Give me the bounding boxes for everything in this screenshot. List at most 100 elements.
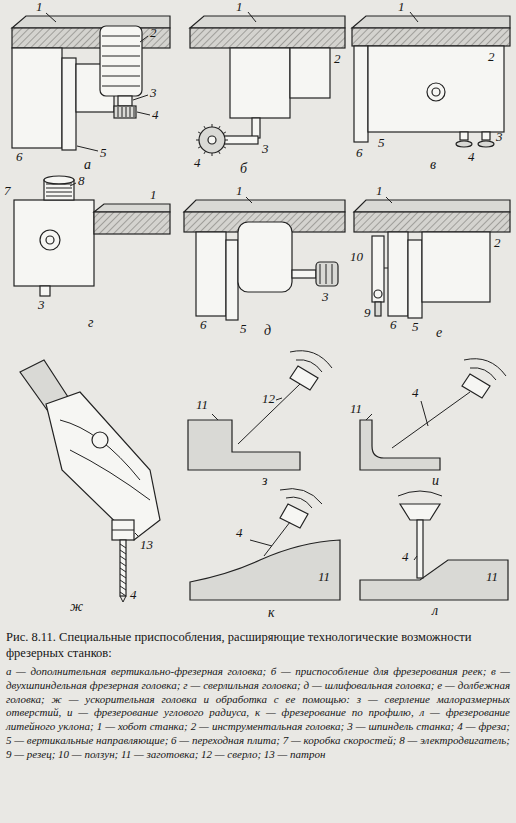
drill-flute	[120, 586, 126, 590]
motor-rib	[102, 66, 140, 67]
callout-number: 6	[200, 318, 207, 331]
subfigure-a-part	[140, 36, 148, 42]
callout-number: 5	[378, 136, 385, 149]
wheel-line	[326, 264, 327, 284]
subfigure-e-part	[422, 232, 490, 302]
subfigure-b	[190, 12, 345, 153]
subfigure-letter: в	[430, 158, 436, 172]
subfigure-letter: д	[264, 324, 271, 338]
subfigure-letter: к	[268, 606, 275, 620]
cutter-tooth	[126, 107, 127, 117]
drill-flute	[120, 562, 126, 566]
drill-flute	[120, 592, 126, 596]
subfigure-letter: а	[84, 158, 91, 172]
subfigure-g-part	[94, 212, 170, 234]
subfigure-g-part	[40, 230, 60, 250]
subfigure-g-part	[40, 286, 50, 296]
subfigure-l-part	[398, 491, 442, 496]
subfigure-e-part	[384, 268, 388, 269]
drill-flute	[120, 550, 126, 554]
subfigure-zh-part	[112, 530, 134, 531]
subfigure-z-part	[238, 384, 300, 444]
callout-number: 2	[488, 50, 495, 63]
callout-number: 4	[402, 550, 409, 563]
subfigure-e-part	[354, 212, 510, 232]
subfigure-l-part	[400, 504, 440, 520]
subfigure-e-part	[388, 232, 408, 316]
subfigure-zh-part	[135, 533, 139, 537]
callout-number: 4	[130, 588, 137, 601]
subfigure-e-part	[375, 302, 381, 316]
subfigure-i-part	[421, 401, 428, 426]
subfigure-b-part	[290, 48, 330, 98]
callout-number: 4	[236, 526, 243, 539]
subfigure-e-part	[372, 236, 384, 302]
subfigure-v-part	[368, 46, 504, 132]
subfigure-v-part	[432, 88, 440, 96]
subfigure-d-part	[226, 240, 238, 320]
subfigure-z-part	[276, 398, 282, 400]
subfigure-l-part	[417, 520, 423, 578]
callout-number: 6	[390, 318, 397, 331]
callout-number: 6	[16, 150, 23, 163]
subfigure-d-part	[316, 262, 338, 286]
subfigure-v	[352, 12, 510, 147]
callout-number: 1	[236, 0, 243, 13]
subfigure-zh-part	[120, 540, 126, 596]
legend-text: а — дополнительная вертикально-фрезерная…	[6, 665, 510, 761]
subfigure-z-part	[212, 414, 218, 420]
callout-number: 11	[350, 402, 362, 415]
subfigure-v-part	[354, 46, 368, 142]
callout-number: 3	[322, 290, 329, 303]
subfigure-k-part	[250, 540, 272, 546]
subfigure-zh-part	[112, 520, 134, 540]
subfigure-b-part	[190, 28, 345, 48]
subfigure-i-part	[366, 414, 372, 420]
callout-number: 1	[376, 184, 383, 197]
callout-number: 9	[364, 306, 371, 319]
subfigure-letter: е	[436, 326, 442, 340]
subfigure-z	[188, 351, 332, 470]
gear-tooth	[198, 132, 201, 134]
subfigure-v-part	[410, 12, 418, 22]
cutter-tooth	[118, 107, 119, 117]
subfigure-b-part	[248, 12, 256, 22]
subfigure-e-part	[354, 200, 510, 212]
subfigure-k-part	[280, 504, 308, 528]
motor-rib	[102, 86, 140, 87]
subfigure-a-part	[133, 95, 148, 100]
callout-number: 2	[334, 52, 341, 65]
subfigure-v-part	[478, 141, 494, 147]
callout-number: 6	[356, 146, 363, 159]
subfigure-v-part	[427, 83, 445, 101]
drill-tip	[120, 596, 126, 602]
subfigure-k-part	[190, 540, 340, 600]
subfigure-b-part	[252, 118, 260, 138]
callout-number: 4	[194, 156, 201, 169]
motor-rib	[46, 192, 72, 193]
subfigure-z-part	[290, 366, 318, 390]
subfigure-letter: з	[262, 474, 267, 488]
subfigure-zh-part	[46, 392, 160, 540]
subfigure-a-part	[62, 58, 76, 150]
motor-rib	[102, 46, 140, 47]
callout-number: 3	[262, 142, 269, 155]
callout-number: 3	[496, 130, 503, 143]
subfigure-letter: л	[432, 604, 438, 618]
subfigure-b-part	[190, 16, 345, 28]
drill-flute	[120, 544, 126, 548]
subfigure-i	[360, 359, 506, 470]
callout-number: 8	[78, 174, 85, 187]
callout-number: 7	[4, 184, 11, 197]
motor-rib	[102, 36, 140, 37]
gear-tooth	[223, 147, 226, 149]
cutter-tooth	[122, 107, 123, 117]
subfigure-d-part	[246, 197, 252, 203]
subfigure-a-part	[12, 16, 170, 28]
subfigure-letter: и	[432, 474, 439, 488]
subfigure-d	[184, 197, 345, 320]
drill-flute	[120, 574, 126, 578]
drill-flute	[120, 580, 126, 584]
cutter-tooth	[130, 107, 131, 117]
subfigure-a-part	[100, 26, 142, 96]
